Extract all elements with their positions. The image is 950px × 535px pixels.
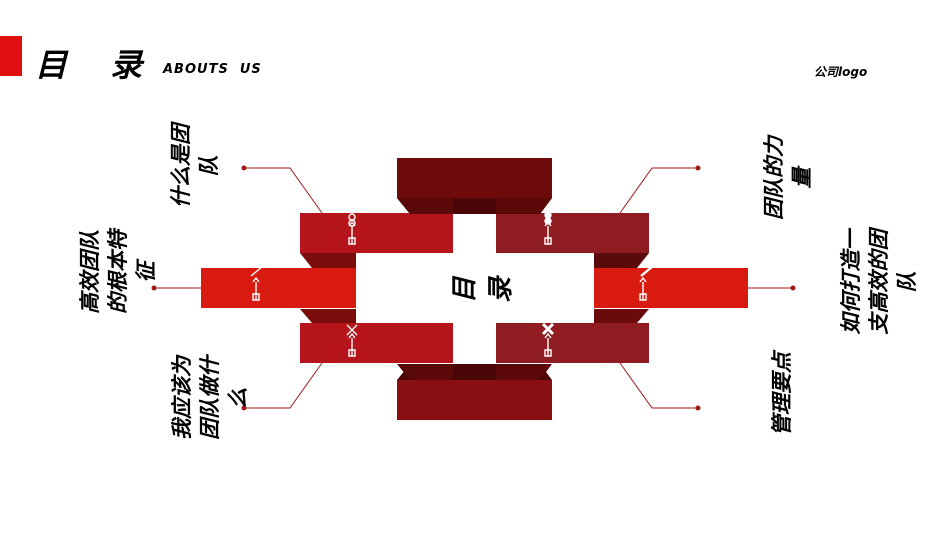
right-upper-bar	[496, 213, 649, 253]
cross-icon	[346, 324, 358, 336]
right-top-joint	[496, 198, 552, 214]
leader-dot-2	[151, 285, 157, 291]
leader-line-3	[244, 362, 323, 409]
leader-dot-1	[241, 165, 247, 171]
left-upper-shadow	[300, 253, 356, 268]
right-middle-bar	[594, 268, 748, 308]
toc-item-2-line2: 的根本特	[106, 230, 130, 314]
toc-item-1-line1: 什么是团	[169, 124, 193, 208]
title-accent-bar	[0, 36, 22, 76]
toc-item-2-line3: 征	[134, 261, 158, 283]
bottom-block	[397, 380, 552, 420]
leader-dot-5	[790, 285, 796, 291]
right-upper-shadow	[594, 253, 649, 268]
left-middle-bar	[201, 268, 356, 308]
right-lower-shadow	[496, 364, 552, 380]
leader-line-1	[244, 167, 323, 214]
company-logo: 公司logo	[814, 65, 868, 79]
pin-icon	[348, 332, 356, 357]
toc-item-4[interactable]: 团队的力 量	[760, 130, 816, 226]
page-subtitle: ABOUTS US	[163, 62, 262, 77]
toc-item-3-line1: 我应该为	[170, 356, 194, 440]
left-top-joint	[397, 198, 453, 214]
top-block	[397, 158, 552, 198]
pin-icon	[252, 276, 260, 301]
leader-line-6	[619, 362, 698, 409]
link-icon	[348, 213, 356, 227]
leader-dots	[151, 165, 796, 411]
toc-item-3[interactable]: 我应该为 团队做什 么	[168, 348, 252, 448]
pin-icon	[639, 276, 647, 301]
toc-item-6-line1: 管理要点	[770, 352, 794, 436]
leader-dot-4	[695, 165, 701, 171]
center-label: 目 录	[450, 277, 516, 304]
check-icon	[250, 265, 264, 277]
toc-item-5[interactable]: 如何打造一 支高效的团 队	[837, 223, 921, 341]
left-lower-shadow	[397, 364, 453, 380]
right-middle-shadow	[594, 309, 649, 323]
check-icon	[640, 265, 654, 277]
toc-item-5-line1: 如何打造一	[839, 229, 863, 335]
leader-line-4	[619, 167, 698, 214]
left-lower-bar	[300, 323, 453, 363]
toc-item-1-line2: 队	[197, 155, 221, 177]
link-icon	[544, 211, 552, 225]
left-middle-shadow	[300, 309, 356, 323]
toc-item-1[interactable]: 什么是团 队	[167, 121, 223, 211]
right-lower-bar	[496, 323, 649, 363]
toc-item-2-line1: 高效团队	[78, 230, 102, 314]
leader-dot-6	[695, 405, 701, 411]
page-title: 目 录	[35, 46, 159, 84]
pin-icon	[544, 332, 552, 357]
toc-item-2[interactable]: 高效团队 的根本特 征	[76, 222, 160, 322]
left-upper-bar	[300, 213, 453, 253]
toc-item-4-line1: 团队的力	[762, 136, 786, 220]
toc-item-4-line2: 量	[790, 167, 814, 189]
toc-item-3-line2: 团队做什	[198, 356, 222, 440]
toc-item-3-line3: 么	[226, 387, 250, 409]
toc-item-6[interactable]: 管理要点	[768, 346, 796, 442]
toc-item-5-line2: 支高效的团	[867, 229, 891, 335]
toc-item-5-line3: 队	[895, 271, 919, 293]
leader-dot-3	[241, 405, 247, 411]
cross-icon	[541, 322, 555, 336]
leader-lines	[154, 167, 793, 409]
